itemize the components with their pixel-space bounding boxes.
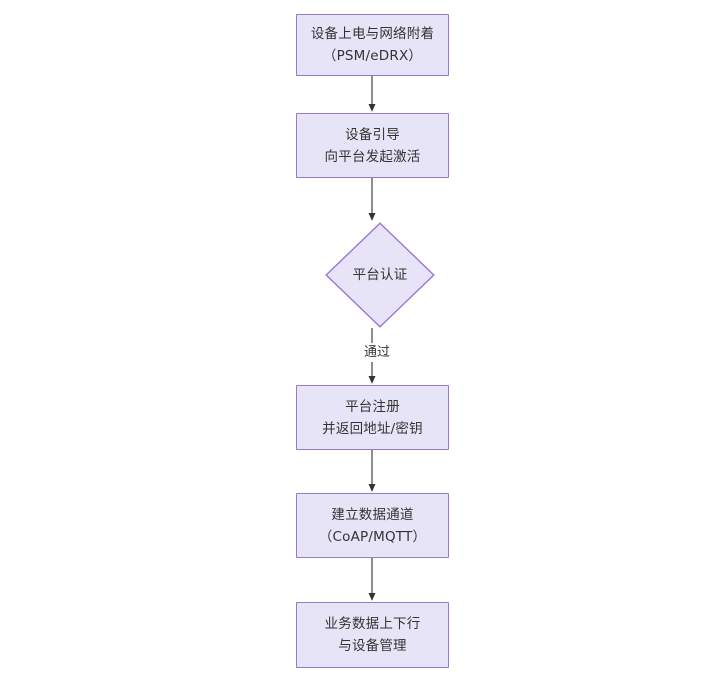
edge-label-pass: 通过 xyxy=(352,343,402,362)
node-bootstrap[interactable]: 设备引导 向平台发起激活 xyxy=(296,113,449,178)
diamond-shape xyxy=(325,222,435,328)
node-business-data[interactable]: 业务数据上下行 与设备管理 xyxy=(296,602,449,668)
node-power-on[interactable]: 设备上电与网络附着 （PSM/eDRX） xyxy=(296,14,449,76)
node-platform-register[interactable]: 平台注册 并返回地址/密钥 xyxy=(296,385,449,450)
node-data-channel-label: 建立数据通道 （CoAP/MQTT） xyxy=(318,506,427,545)
node-data-channel[interactable]: 建立数据通道 （CoAP/MQTT） xyxy=(296,493,449,558)
node-bootstrap-label: 设备引导 向平台发起激活 xyxy=(324,126,421,165)
node-platform-auth[interactable]: 平台认证 xyxy=(325,222,435,328)
node-platform-auth-label: 平台认证 xyxy=(352,267,408,283)
node-power-on-label: 设备上电与网络附着 （PSM/eDRX） xyxy=(310,26,435,64)
node-business-data-label: 业务数据上下行 与设备管理 xyxy=(324,616,421,654)
node-platform-register-label: 平台注册 并返回地址/密钥 xyxy=(322,398,423,437)
